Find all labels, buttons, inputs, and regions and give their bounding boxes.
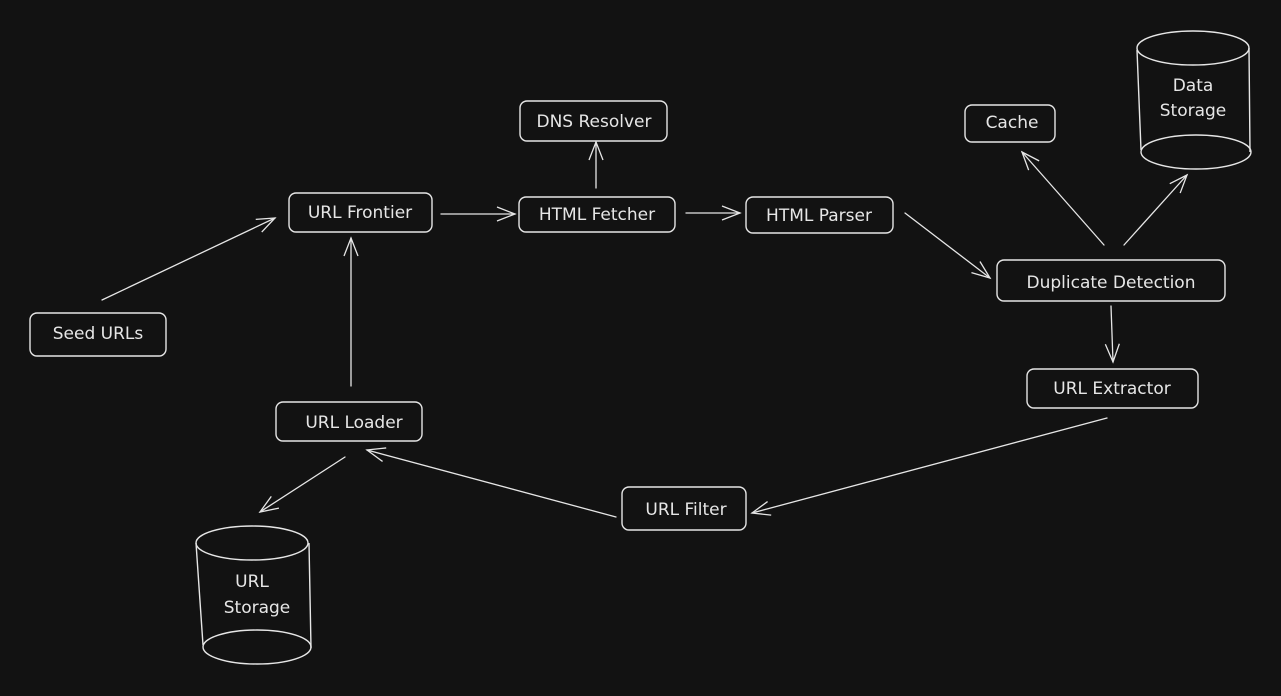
- node-label: Cache: [986, 113, 1039, 133]
- node-url-extractor[interactable]: URL Extractor: [1026, 368, 1199, 409]
- node-url-filter[interactable]: URL Filter: [621, 486, 747, 531]
- arrow-duplicate-to-data-storage: [1123, 173, 1189, 246]
- node-data-storage[interactable]: Data Storage: [1136, 30, 1252, 170]
- node-label: Data: [1173, 76, 1214, 96]
- arrow-seed-to-frontier: [101, 217, 277, 301]
- node-html-parser[interactable]: HTML Parser: [745, 196, 894, 234]
- node-url-loader[interactable]: URL Loader: [275, 401, 423, 442]
- node-label: Seed URLs: [53, 324, 144, 344]
- node-dns-resolver[interactable]: DNS Resolver: [519, 100, 668, 142]
- node-duplicate-detection[interactable]: Duplicate Detection: [996, 259, 1226, 302]
- node-label: URL Extractor: [1053, 379, 1170, 399]
- arrow-duplicate-to-extractor: [1104, 305, 1120, 364]
- node-label: Storage: [1160, 101, 1227, 121]
- arrow-parser-to-duplicate: [904, 212, 992, 280]
- node-label: DNS Resolver: [537, 112, 652, 132]
- node-label: Duplicate Detection: [1027, 273, 1196, 293]
- node-label: Storage: [224, 598, 291, 618]
- arrow-loader-to-storage: [258, 456, 346, 513]
- node-cache[interactable]: Cache: [964, 104, 1056, 143]
- arrow-filter-to-loader: [365, 447, 617, 518]
- node-label: URL Filter: [645, 500, 726, 520]
- node-label: HTML Parser: [766, 206, 872, 226]
- node-label: HTML Fetcher: [539, 205, 655, 225]
- node-html-fetcher[interactable]: HTML Fetcher: [518, 196, 676, 233]
- node-label: URL: [235, 572, 269, 592]
- node-seed-urls[interactable]: Seed URLs: [29, 312, 167, 357]
- node-url-frontier[interactable]: URL Frontier: [288, 192, 433, 233]
- arrow-extractor-to-filter: [750, 417, 1108, 516]
- node-label: URL Loader: [305, 413, 402, 433]
- node-label: URL Frontier: [308, 203, 412, 223]
- node-url-storage[interactable]: URL Storage: [195, 525, 312, 665]
- arrow-duplicate-to-cache: [1020, 150, 1105, 246]
